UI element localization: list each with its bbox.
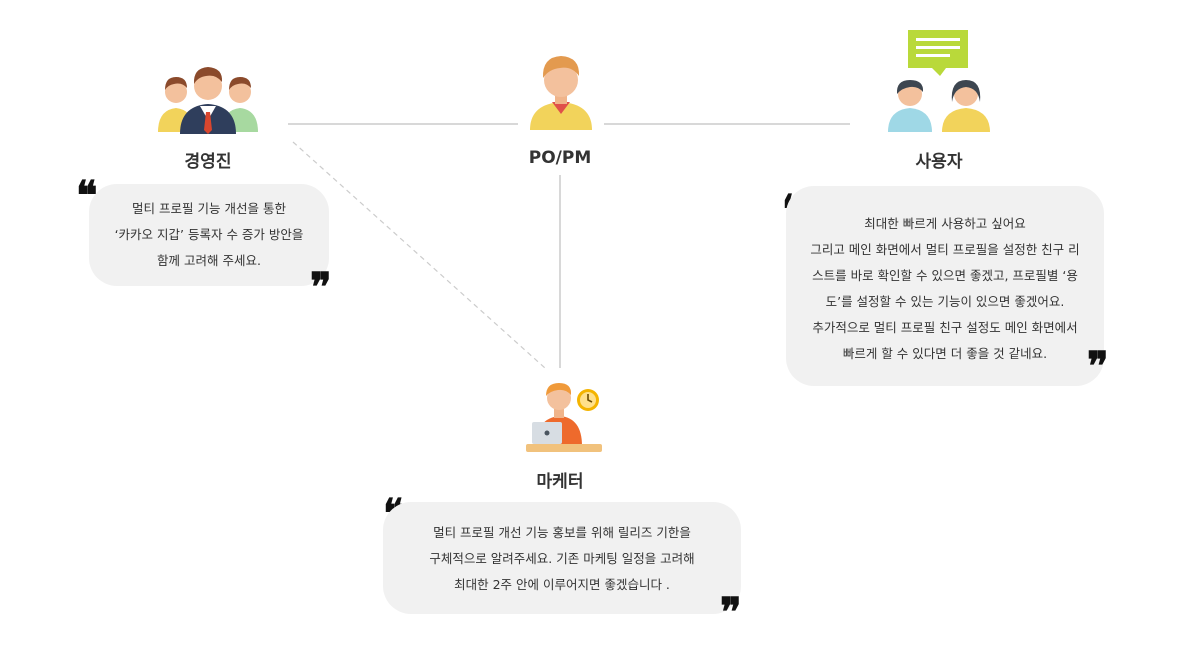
product-manager-icon (530, 56, 592, 130)
executive-node (152, 60, 264, 134)
marketer-laptop-icon (526, 383, 602, 452)
po-pm-label: PO/PM (528, 148, 592, 168)
user-label: 사용자 (915, 152, 963, 172)
marketer-quote-line: 구체적으로 알려주세요. 기존 마케팅 일정을 고려해 (429, 551, 695, 566)
marketer-quote-close-mark: ❞ (720, 589, 742, 636)
executive-quote-line: 함께 고려해 주세요. (157, 253, 261, 268)
marketer-label: 마케터 (536, 472, 584, 492)
users-chat-icon (888, 30, 990, 132)
user-quote-bubble: 최대한 빠르게 사용하고 싶어요 그리고 메인 화면에서 멀티 프로필을 설정한… (786, 186, 1104, 386)
user-quote-line: 빠르게 할 수 있다면 더 좋을 것 같네요. (842, 346, 1048, 361)
user-node (884, 30, 994, 132)
user-quote-line: 최대한 빠르게 사용하고 싶어요 (864, 216, 1026, 231)
user-quote-line: 그리고 메인 화면에서 멀티 프로필을 설정한 친구 리 (810, 242, 1080, 257)
user-quote-close-mark: ❞ (1087, 343, 1109, 390)
user-quote-line: 도’를 설정할 수 있는 기능이 있으면 좋겠어요. (825, 294, 1065, 309)
po-pm-node (522, 50, 600, 130)
executive-group-icon (158, 67, 258, 134)
executive-quote-line: 멀티 프로필 기능 개선을 통한 (132, 201, 286, 216)
executive-quote-close-mark: ❞ (310, 264, 332, 311)
executive-quote-bubble: 멀티 프로필 기능 개선을 통한 ‘카카오 지갑’ 등록자 수 증가 방안을 함… (89, 184, 329, 286)
marketer-quote-bubble: 멀티 프로필 개선 기능 홍보를 위해 릴리즈 기한을 구체적으로 알려주세요.… (383, 502, 741, 614)
user-quote-line: 스트를 바로 확인할 수 있으면 좋겠고, 프로필별 ‘용 (812, 268, 1078, 283)
marketer-quote-line: 멀티 프로필 개선 기능 홍보를 위해 릴리즈 기한을 (433, 525, 691, 540)
connector-executive-marketer (292, 141, 546, 369)
user-quote-line: 추가적으로 멀티 프로필 친구 설정도 메인 화면에서 (812, 320, 1078, 335)
marketer-quote-line: 최대한 2주 안에 이루어지면 좋겠습니다 . (454, 577, 670, 592)
marketer-node (526, 380, 602, 454)
executive-label: 경영진 (184, 152, 232, 172)
executive-quote-line: ‘카카오 지갑’ 등록자 수 증가 방안을 (114, 227, 304, 242)
